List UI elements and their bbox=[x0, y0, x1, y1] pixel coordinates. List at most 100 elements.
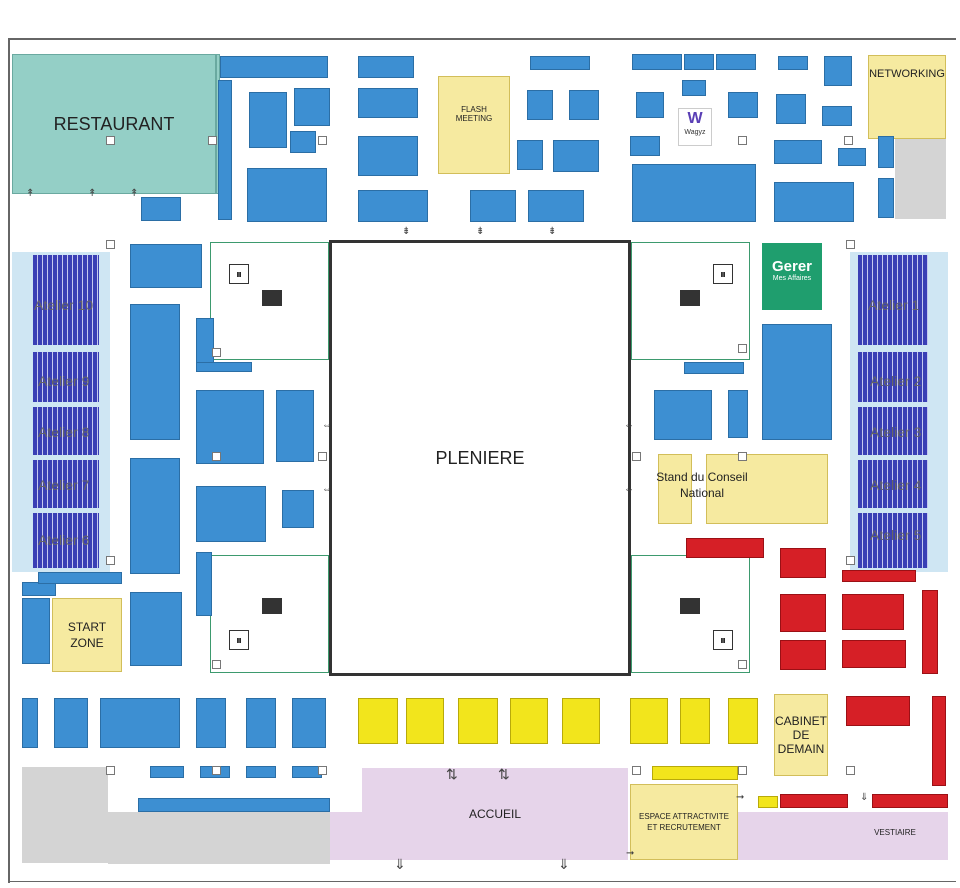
stand-blue[interactable] bbox=[246, 766, 276, 778]
stand-blue[interactable] bbox=[774, 182, 854, 222]
stand-blue[interactable] bbox=[684, 54, 714, 70]
stand-blue[interactable] bbox=[517, 140, 543, 170]
espace-attractivite-zone[interactable]: ESPACE ATTRACTIVITE ET RECRUTEMENT bbox=[630, 784, 738, 860]
stand-yellow[interactable] bbox=[406, 698, 444, 744]
stand-yellow[interactable] bbox=[510, 698, 548, 744]
stand-red[interactable] bbox=[780, 794, 848, 808]
stand-red[interactable] bbox=[780, 548, 826, 578]
vestiaire-zone[interactable]: VESTIAIRE bbox=[842, 812, 948, 852]
atelier-3-label[interactable]: Atelier 3 bbox=[870, 424, 922, 440]
stand-red[interactable] bbox=[780, 640, 826, 670]
pleniere-zone[interactable]: PLENIERE bbox=[329, 240, 631, 676]
stand-blue[interactable] bbox=[822, 106, 852, 126]
stand-conseil-label[interactable]: Stand du Conseil National bbox=[656, 470, 748, 500]
stand-yellow[interactable] bbox=[358, 698, 398, 744]
stand-blue[interactable] bbox=[196, 698, 226, 748]
stand-yellow[interactable] bbox=[630, 698, 668, 744]
stand-blue[interactable] bbox=[130, 592, 182, 666]
stand-blue[interactable] bbox=[470, 190, 516, 222]
atelier-4-label[interactable]: Atelier 4 bbox=[870, 477, 922, 493]
stand-blue[interactable] bbox=[247, 168, 327, 222]
stand-blue[interactable] bbox=[22, 582, 56, 596]
gerer-mes-affaires-logo[interactable]: Gerer Mes Affaires bbox=[762, 243, 822, 310]
stand-red[interactable] bbox=[932, 696, 946, 786]
stand-blue[interactable] bbox=[282, 490, 314, 528]
stand-red[interactable] bbox=[780, 594, 826, 632]
stand-blue[interactable] bbox=[246, 698, 276, 748]
restaurant-zone[interactable]: RESTAURANT bbox=[12, 54, 216, 194]
atelier-2-label[interactable]: Atelier 2 bbox=[870, 373, 922, 389]
stand-yellow[interactable] bbox=[458, 698, 498, 744]
stand-blue[interactable] bbox=[654, 390, 712, 440]
stand-blue[interactable] bbox=[130, 244, 202, 288]
stand-blue[interactable] bbox=[530, 56, 590, 70]
stand-yellow[interactable] bbox=[728, 698, 758, 744]
atelier-9-label[interactable]: Atelier 9 bbox=[38, 373, 90, 389]
stand-blue[interactable] bbox=[54, 698, 88, 748]
atelier-1-label[interactable]: Atelier 1 bbox=[868, 297, 920, 313]
cabinet-de-demain-zone[interactable]: CABINET DE DEMAIN bbox=[774, 694, 828, 776]
atelier-7-label[interactable]: Atelier 7 bbox=[38, 477, 90, 493]
stand-yellow[interactable] bbox=[758, 796, 778, 808]
stand-red[interactable] bbox=[922, 590, 938, 674]
stand-blue[interactable] bbox=[632, 54, 682, 70]
networking-zone[interactable]: NETWORKING bbox=[868, 55, 946, 139]
stand-blue[interactable] bbox=[824, 56, 852, 86]
stand-red[interactable] bbox=[846, 696, 910, 726]
stand-blue[interactable] bbox=[249, 92, 287, 148]
stand-blue[interactable] bbox=[632, 164, 756, 222]
stand-red[interactable] bbox=[842, 594, 904, 630]
stand-blue[interactable] bbox=[778, 56, 808, 70]
stand-blue[interactable] bbox=[358, 56, 414, 78]
atelier-10-label[interactable]: Atelier 10 bbox=[34, 297, 94, 313]
stand-blue[interactable] bbox=[196, 318, 214, 368]
stand-yellow[interactable] bbox=[652, 766, 738, 780]
stand-yellow[interactable] bbox=[562, 698, 600, 744]
stand-blue[interactable] bbox=[196, 390, 264, 464]
stand-blue[interactable] bbox=[878, 136, 894, 168]
stand-blue[interactable] bbox=[218, 80, 232, 220]
atelier-8-label[interactable]: Atelier 8 bbox=[38, 424, 90, 440]
stand-blue[interactable] bbox=[878, 178, 894, 218]
stand-blue[interactable] bbox=[220, 56, 328, 78]
stand-blue[interactable] bbox=[294, 88, 330, 126]
stand-blue[interactable] bbox=[358, 136, 418, 176]
stand-blue[interactable] bbox=[762, 324, 832, 440]
stand-blue[interactable] bbox=[553, 140, 599, 172]
wagyz-logo[interactable]: W Wagyz bbox=[678, 108, 712, 146]
stand-blue[interactable] bbox=[682, 80, 706, 96]
stand-blue[interactable] bbox=[728, 390, 748, 438]
atelier-5-label[interactable]: Atelier 5 bbox=[870, 527, 922, 543]
stand-blue[interactable] bbox=[276, 390, 314, 462]
accueil-zone[interactable]: ACCUEIL bbox=[362, 768, 628, 860]
stand-blue[interactable] bbox=[684, 362, 744, 374]
stand-blue[interactable] bbox=[196, 552, 212, 616]
stand-blue[interactable] bbox=[569, 90, 599, 120]
stand-blue[interactable] bbox=[358, 88, 418, 118]
stand-blue[interactable] bbox=[150, 766, 184, 778]
stand-red[interactable] bbox=[872, 794, 948, 808]
stand-blue[interactable] bbox=[290, 131, 316, 153]
stand-blue[interactable] bbox=[776, 94, 806, 124]
stand-blue[interactable] bbox=[130, 304, 180, 440]
stand-blue[interactable] bbox=[38, 572, 122, 584]
atelier-6-label[interactable]: Atelier 6 bbox=[38, 532, 90, 548]
stand-blue[interactable] bbox=[528, 190, 584, 222]
flash-meeting-zone[interactable]: FLASH MEETING bbox=[438, 76, 510, 174]
stand-yellow[interactable] bbox=[680, 698, 710, 744]
stand-blue[interactable] bbox=[838, 148, 866, 166]
stand-blue[interactable] bbox=[130, 458, 180, 574]
stand-blue[interactable] bbox=[358, 190, 428, 222]
stand-blue[interactable] bbox=[22, 598, 50, 664]
stand-blue[interactable] bbox=[774, 140, 822, 164]
stand-blue[interactable] bbox=[196, 486, 266, 542]
stand-red[interactable] bbox=[842, 640, 906, 668]
stand-blue[interactable] bbox=[138, 798, 330, 812]
stand-blue[interactable] bbox=[728, 92, 758, 118]
stand-blue[interactable] bbox=[716, 54, 756, 70]
stand-red[interactable] bbox=[686, 538, 764, 558]
start-zone[interactable]: START ZONE bbox=[52, 598, 122, 672]
stand-blue[interactable] bbox=[100, 698, 180, 748]
stand-blue[interactable] bbox=[636, 92, 664, 118]
stand-blue[interactable] bbox=[527, 90, 553, 120]
